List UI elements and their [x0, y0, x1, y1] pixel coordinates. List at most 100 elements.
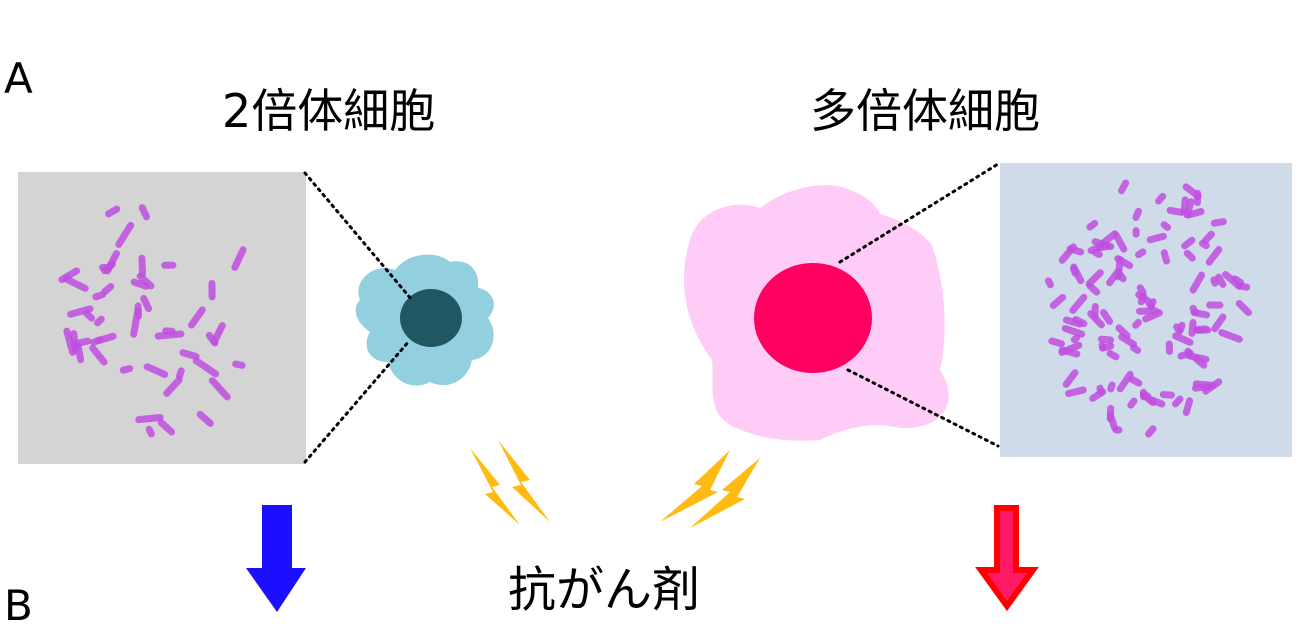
chromosome: [1087, 310, 1105, 329]
chromosome: [1062, 369, 1079, 388]
chromosome: [192, 357, 220, 378]
chromosome: [1058, 243, 1077, 264]
chromosome: [1069, 293, 1088, 314]
chromosome: [67, 305, 94, 318]
chromosome: [1085, 269, 1104, 288]
lightning-icon: [690, 458, 760, 528]
chromosome: [140, 294, 153, 313]
chromosome: [1048, 337, 1065, 348]
chromosome: [1058, 346, 1081, 358]
diploid-cell-title: 2倍体細胞: [222, 84, 436, 138]
chromosome: [1147, 298, 1157, 310]
chromosome: [1201, 230, 1215, 245]
chromosome: [1181, 236, 1196, 250]
chromosome: [1172, 332, 1194, 346]
chromosome: [1211, 313, 1227, 333]
polyploid-down-arrow-icon: [975, 505, 1039, 612]
chromosome: [98, 263, 113, 271]
lightning-icon: [470, 448, 520, 525]
chromosome: [135, 413, 164, 424]
chromosome: [1132, 227, 1140, 238]
chromosome: [1146, 232, 1167, 244]
chromosome: [1049, 293, 1067, 309]
chromosome: [1235, 299, 1252, 317]
drug-lightning-icons: [470, 440, 760, 528]
chromosome: [58, 267, 81, 284]
chromosome: [1044, 277, 1054, 289]
chromosome: [162, 327, 176, 335]
chromosome: [1218, 329, 1243, 343]
chromosome: [138, 254, 147, 278]
polyploid-chromosomes: [1044, 179, 1252, 438]
chromosome: [1132, 207, 1143, 221]
chromosome: [1118, 333, 1138, 348]
chromosome: [1177, 321, 1186, 334]
chromosome: [1112, 231, 1128, 253]
panel-label-b: B: [4, 581, 33, 628]
chromosome: [161, 261, 177, 269]
lightning-icon: [660, 450, 730, 522]
chromosome: [196, 410, 214, 427]
chromosome: [208, 377, 231, 401]
chromosome: [205, 331, 219, 347]
polyploid-cell-title: 多倍体細胞: [810, 84, 1040, 138]
chromosome: [1171, 395, 1184, 408]
chromosome: [138, 204, 151, 221]
chromosome: [1114, 255, 1124, 281]
chromosome: [1099, 342, 1115, 352]
chromosome: [1165, 340, 1174, 355]
chromosome: [1189, 304, 1200, 317]
chromosome: [1070, 334, 1081, 344]
chromosome: [1118, 179, 1130, 195]
chromosome: [1215, 273, 1227, 288]
chromosome: [1193, 189, 1202, 207]
chromosome: [73, 337, 92, 348]
chromosome: [1185, 208, 1205, 219]
chromosome: [1097, 335, 1115, 344]
chromosome: [1205, 246, 1223, 266]
anticancer-drug-label: 抗がん剤: [508, 562, 701, 618]
chromosome: [1183, 198, 1195, 219]
chromosome: [187, 306, 206, 329]
chromosome: [119, 365, 134, 374]
chromosome: [1107, 381, 1116, 393]
chromosome: [1159, 391, 1175, 399]
chromosome: [1142, 309, 1163, 323]
chromosome: [1155, 192, 1167, 205]
chromosome: [179, 349, 200, 361]
chromosome: [176, 367, 185, 380]
chromosome: [115, 221, 135, 248]
chromosome: [1116, 370, 1134, 393]
diploid-nucleus: [400, 289, 462, 347]
chromosome: [89, 344, 108, 366]
chromosome: [1193, 325, 1210, 334]
chromosome: [1065, 386, 1087, 398]
chromosome: [1188, 319, 1197, 337]
chromosome: [1183, 249, 1196, 262]
chromosome: [1112, 426, 1123, 434]
chromosome: [1127, 397, 1138, 409]
chromosome: [63, 327, 77, 356]
chromosome: [145, 425, 155, 438]
chromosome: [105, 205, 121, 218]
chromosome: [1210, 218, 1227, 227]
chromosome: [1128, 375, 1143, 387]
chromosome: [1086, 219, 1099, 231]
chromosome: [157, 418, 176, 436]
chromosome: [1115, 324, 1131, 340]
chromosome: [1106, 404, 1115, 423]
chromosome: [1106, 349, 1120, 361]
chromosome: [1145, 425, 1157, 438]
chromosome: [1140, 391, 1152, 400]
panel-label-a: A: [4, 54, 33, 103]
diploid-chromosomes: [58, 204, 247, 438]
chromosome: [1091, 238, 1115, 250]
chromosome: [1187, 352, 1210, 363]
chromosome: [1089, 388, 1107, 402]
chromosome: [1062, 316, 1084, 328]
chromosome: [163, 376, 183, 397]
chromosome: [1099, 309, 1114, 325]
chromosome: [130, 307, 142, 338]
